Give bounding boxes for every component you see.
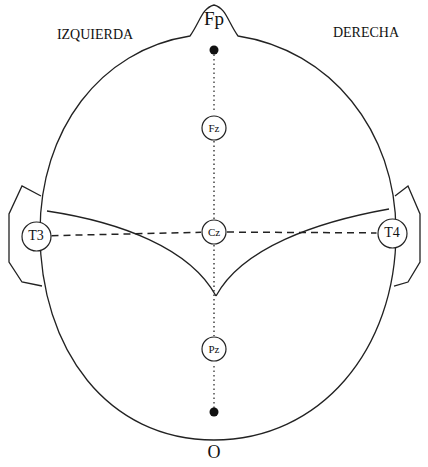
electrode-label-holder: Fz — [201, 115, 227, 141]
midline — [213, 141, 214, 219]
o-electrode-dot — [210, 408, 219, 417]
electrode-circle: T3 — [21, 221, 52, 252]
side-label: IZQUIERDA — [57, 27, 133, 42]
electrode-name: Cz — [208, 226, 220, 238]
electrode-label: Fp — [204, 9, 224, 30]
electrode-circle: Fz — [201, 115, 227, 141]
side-label: DERECHA — [333, 25, 399, 40]
central-sulcus-right — [216, 209, 389, 296]
electrode-name: Pz — [209, 343, 220, 355]
midline-front — [213, 50, 214, 112]
electrode-name: Fz — [209, 122, 220, 134]
electrode-circle: T4 — [377, 218, 408, 249]
transverse-line — [227, 231, 377, 233]
electrode-label-holder: T4 — [377, 218, 408, 249]
transverse-line — [51, 232, 201, 235]
electrode-circle: Cz — [201, 219, 227, 245]
midline-back — [213, 366, 214, 412]
electrode-name: T3 — [28, 228, 44, 244]
central-sulcus-left — [47, 211, 216, 296]
electrode-name: T4 — [384, 225, 400, 241]
electrode-label-holder: Pz — [201, 336, 227, 362]
electrode-label: O — [208, 443, 221, 463]
electrode-circle: Pz — [201, 336, 227, 362]
midline — [213, 245, 214, 336]
electrode-label-holder: Cz — [201, 219, 227, 245]
head-shape — [40, 5, 396, 440]
electrode-label-holder: T3 — [21, 221, 52, 252]
fp-electrode-dot — [210, 46, 219, 55]
